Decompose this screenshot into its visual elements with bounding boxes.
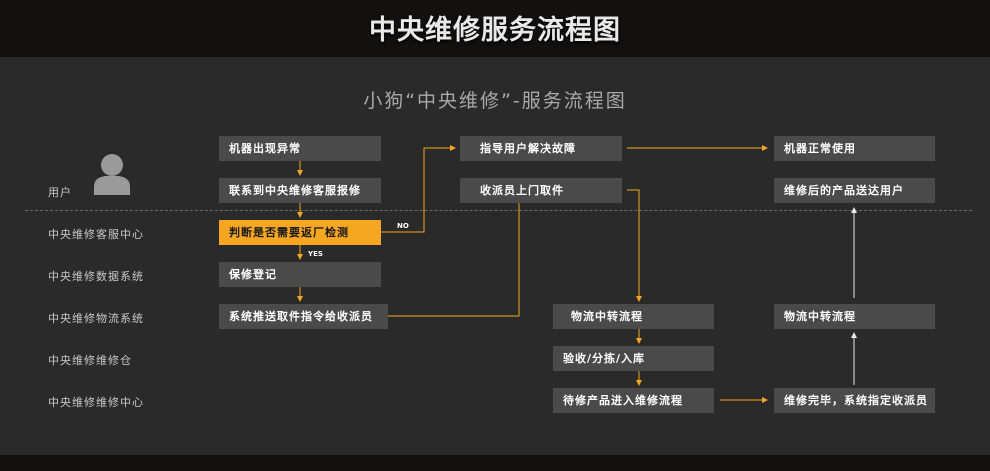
node-inspect-sort: 验收/分拣/入库	[553, 346, 714, 371]
node-judge-return: 判断是否需要返厂检测	[219, 220, 381, 245]
node-normal-use: 机器正常使用	[774, 136, 935, 161]
node-contact-service: 联系到中央维修客服报修	[219, 178, 381, 203]
lane-label-logistics-system: 中央维修物流系统	[48, 312, 144, 325]
branch-yes-label: YES	[308, 250, 323, 258]
title-bar	[0, 0, 990, 57]
user-avatar-icon	[94, 154, 130, 195]
lane-label-warehouse: 中央维修维修仓	[48, 354, 132, 367]
arrow-push-to-courier	[388, 183, 522, 317]
node-push-pickup: 系统推送取件指令给收派员	[219, 304, 388, 329]
node-repair-done: 维修完毕，系统指定收派员	[774, 388, 935, 413]
node-guide-user: 指导用户解决故障	[460, 136, 622, 161]
node-machine-fault: 机器出现异常	[219, 136, 381, 161]
page-title: 中央维修服务流程图	[369, 15, 621, 46]
node-enter-repair: 待修产品进入维修流程	[553, 388, 714, 413]
arrow-courier-to-logistics	[627, 189, 642, 302]
bottom-bar	[0, 455, 990, 471]
lane-label-data-system: 中央维修数据系统	[48, 270, 144, 283]
node-deliver-to-user: 维修后的产品送达用户	[774, 178, 935, 203]
lane-label-service-center: 中央维修客服中心	[48, 228, 144, 241]
node-logistics-transfer-2: 物流中转流程	[774, 304, 935, 329]
arrow-judge-no-to-guide	[381, 145, 456, 233]
lane-divider	[25, 210, 972, 211]
lane-label-repair-center: 中央维修维修中心	[48, 396, 144, 409]
node-warranty-register: 保修登记	[219, 262, 381, 287]
diagram-subtitle: 小狗“中央维修”-服务流程图	[363, 90, 627, 112]
branch-no-label: NO	[397, 222, 409, 230]
lane-label-user: 用户	[48, 186, 72, 199]
node-courier-pickup: 收派员上门取件	[460, 178, 622, 203]
node-logistics-transfer-1: 物流中转流程	[553, 304, 714, 329]
